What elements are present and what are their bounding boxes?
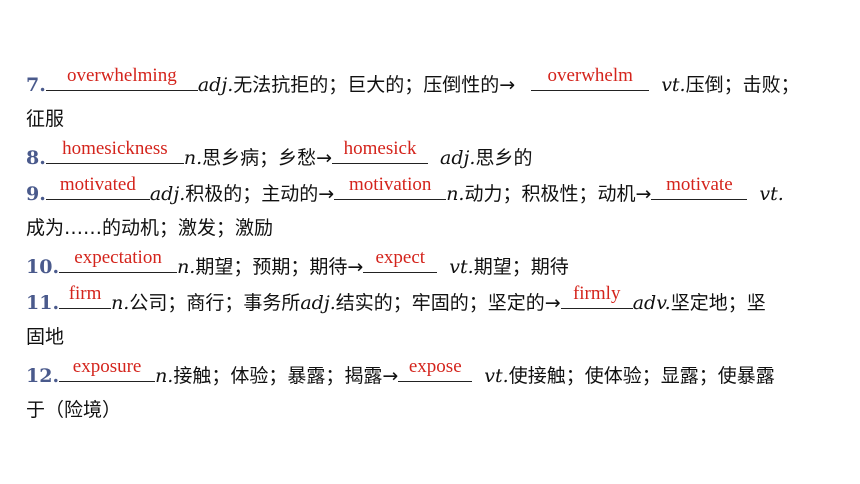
definition: 坚定地；坚 <box>670 292 766 314</box>
part-of-speech: n. <box>183 147 203 169</box>
definition: 积极的；主动的→ <box>185 183 335 205</box>
definition: 期望；预期；期待→ <box>195 256 364 278</box>
answer-text: motivate <box>666 174 733 195</box>
answer-text: homesick <box>343 138 417 159</box>
answer-blank[interactable]: exposure <box>59 356 156 382</box>
item-number: 11. <box>26 292 60 314</box>
item-number: 12. <box>26 365 60 387</box>
item-7-continuation: 征服 <box>26 108 64 130</box>
answer-text: motivated <box>59 174 136 195</box>
answer-blank[interactable]: homesickness <box>45 138 184 164</box>
answer-blank[interactable]: firmly <box>560 283 633 309</box>
definition: 动力；积极性；动机→ <box>464 183 652 205</box>
definition: 公司；商行；事务所 <box>129 292 301 314</box>
definition: 结实的；牢固的；坚定的→ <box>335 292 561 314</box>
answer-text: firmly <box>572 283 621 304</box>
answer-text: motivation <box>349 174 432 195</box>
answer-text: expectation <box>74 247 162 268</box>
part-of-speech: n. <box>111 292 130 314</box>
item-12-continuation: 于（险境） <box>26 399 121 421</box>
item-7-line: 7. overwhelming adj.无法抗拒的；巨大的；压倒性的→ overwhe… <box>26 65 800 96</box>
answer-text: overwhelming <box>66 65 177 86</box>
answer-blank[interactable]: motivation <box>334 174 447 200</box>
part-of-speech: adj. <box>149 183 186 205</box>
answer-text: expose <box>408 356 462 377</box>
item-8-line: 8. homesickness n.思乡病；乡愁→ homesick adj.思乡的 <box>26 138 533 169</box>
answer-blank[interactable]: expect <box>363 247 438 273</box>
part-of-speech: n. <box>446 183 465 205</box>
definition: 思乡的 <box>475 147 533 169</box>
answer-blank[interactable]: expectation <box>59 247 178 273</box>
part-of-speech: vt. <box>484 365 509 387</box>
part-of-speech: vt. <box>759 183 784 205</box>
definition: 期望；期待 <box>473 256 569 278</box>
item-12-line: 12. exposure n.接触；体验；暴露；揭露→ expose vt.使接触；使体… <box>26 356 775 387</box>
definition: 无法抗拒的；巨大的；压倒性的→ <box>233 74 516 96</box>
answer-blank[interactable]: motivated <box>45 174 150 200</box>
item-number: 7. <box>26 74 46 96</box>
answer-text: overwhelm <box>547 65 633 86</box>
answer-blank[interactable]: expose <box>398 356 473 382</box>
definition: 使接触；使体验；显露；使暴露 <box>508 365 775 387</box>
item-9-continuation: 成为……的动机；激发；激励 <box>26 217 273 239</box>
part-of-speech: adj. <box>440 147 476 169</box>
definition: 接触；体验；暴露；揭露→ <box>173 365 399 387</box>
answer-blank[interactable]: homesick <box>332 138 429 164</box>
item-11-line: 11. firm n.公司；商行；事务所adj.结实的；牢固的；坚定的→ firmly… <box>26 283 766 314</box>
part-of-speech: adv. <box>632 292 671 314</box>
item-9-line: 9. motivated adj.积极的；主动的→ motivation n.动力；积极… <box>26 174 784 205</box>
part-of-speech: adj. <box>197 74 234 96</box>
part-of-speech: n. <box>177 256 196 278</box>
item-10-line: 10. expectation n.期望；预期；期待→ expect vt.期望；期待 <box>26 247 569 278</box>
answer-text: exposure <box>72 356 142 377</box>
part-of-speech: vt. <box>661 74 686 96</box>
answer-text: firm <box>68 283 102 304</box>
definition: 征服 <box>26 108 65 130</box>
part-of-speech: vt. <box>449 256 474 278</box>
part-of-speech: adj. <box>300 292 336 314</box>
item-number: 9. <box>26 183 46 205</box>
answer-blank[interactable]: firm <box>59 283 112 309</box>
answer-blank[interactable]: overwhelming <box>45 65 198 91</box>
item-number: 8. <box>26 147 46 169</box>
definition: 成为……的动机；激发；激励 <box>26 217 274 239</box>
definition: 于（险境） <box>26 399 122 421</box>
answer-blank[interactable]: overwhelm <box>531 65 650 91</box>
part-of-speech: n. <box>155 365 174 387</box>
answer-text: expect <box>375 247 426 268</box>
item-11-continuation: 固地 <box>26 326 64 348</box>
item-number: 10. <box>26 256 60 278</box>
answer-blank[interactable]: motivate <box>651 174 748 200</box>
definition: 压倒；击败； <box>685 74 800 96</box>
definition: 思乡病；乡愁→ <box>202 147 333 169</box>
definition: 固地 <box>26 326 65 348</box>
answer-text: homesickness <box>62 138 168 159</box>
